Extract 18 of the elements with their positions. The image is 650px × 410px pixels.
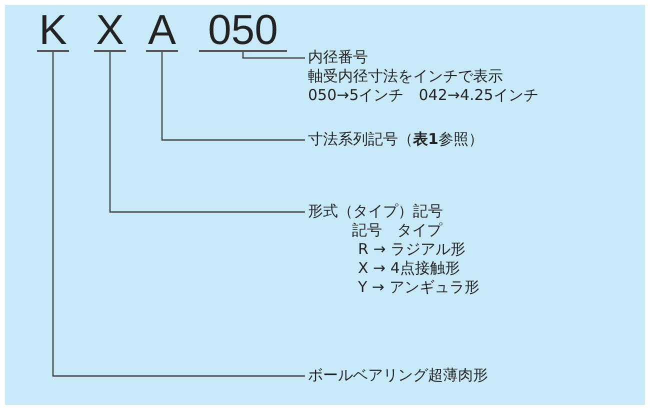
item-heading: 寸法系列記号（表1参照）: [308, 130, 484, 149]
item-heading: 内径番号: [308, 48, 368, 67]
code-letter: X: [94, 10, 126, 52]
leader-line: [161, 52, 305, 141]
item-detail: R → ラジアル形: [358, 240, 466, 259]
item-detail: 軸受内径寸法をインチで表示: [308, 67, 503, 86]
leader-line: [242, 52, 305, 59]
item-detail: X → 4点接触形: [358, 259, 460, 278]
item-detail: 050→5インチ 042→4.25インチ: [308, 86, 538, 105]
leader-line: [52, 52, 305, 377]
leader-line: [109, 52, 305, 213]
item-heading: 形式（タイプ）記号: [308, 202, 443, 221]
code-letter: A: [146, 10, 178, 52]
code-letter: K: [37, 10, 69, 52]
item-detail: Y → アンギュラ形: [358, 278, 480, 297]
item-heading: ボールベアリング超薄肉形: [308, 366, 488, 385]
code-number: 050: [199, 10, 287, 52]
item-detail: 記号 タイプ: [352, 221, 442, 240]
